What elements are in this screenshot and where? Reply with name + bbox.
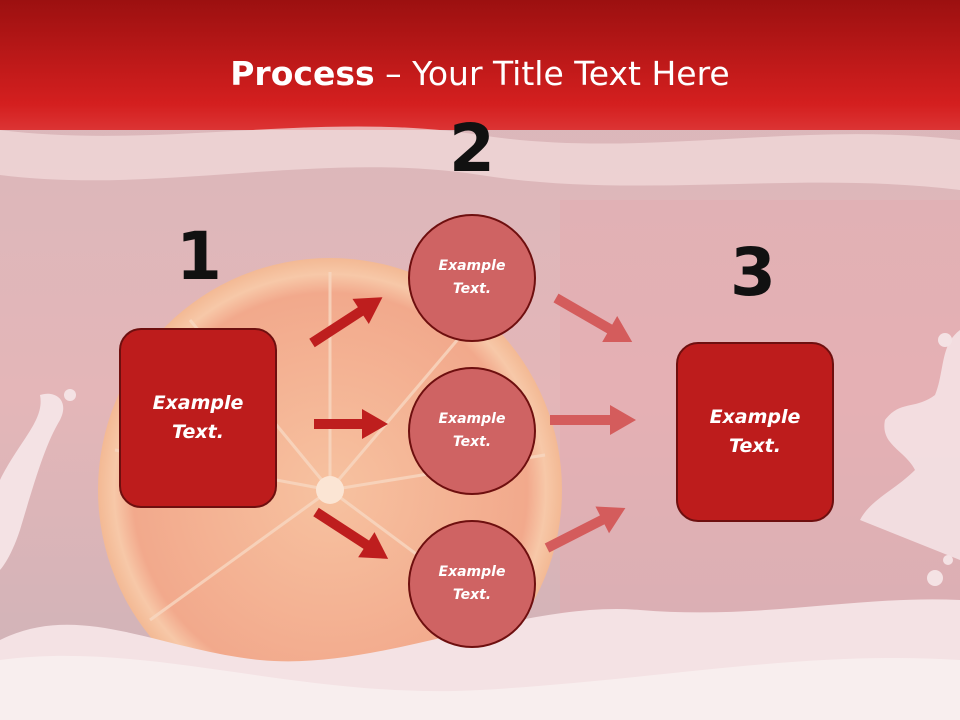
arrow-1-to-2-top xyxy=(309,297,383,348)
arrow-2-to-3-bottom xyxy=(544,506,626,553)
step-1-box: Example Text. xyxy=(119,328,277,508)
step-2-node-2-label: Example Text. xyxy=(438,411,506,450)
step-2-node-1-label: Example Text. xyxy=(438,258,506,297)
arrow-2-to-3-middle xyxy=(550,405,636,435)
arrow-2-to-3-top xyxy=(553,293,633,342)
slide-title-bold: Process xyxy=(230,54,375,93)
slide-title: Process – Your Title Text Here xyxy=(0,52,960,96)
step-2-node-2: Example Text. xyxy=(408,367,536,495)
step-3-box: Example Text. xyxy=(676,342,834,522)
arrow-1-to-2-middle xyxy=(314,409,388,439)
step-2-node-1: Example Text. xyxy=(408,214,536,342)
step-3-label: Example Text. xyxy=(709,406,801,457)
slide-title-rest: – Your Title Text Here xyxy=(374,54,730,93)
arrow-1-to-2-bottom xyxy=(313,507,389,559)
step-1-number: 1 xyxy=(176,218,222,295)
step-3-number: 3 xyxy=(730,234,776,311)
step-2-node-3: Example Text. xyxy=(408,520,536,648)
step-2-node-3-label: Example Text. xyxy=(438,564,506,603)
step-1-label: Example Text. xyxy=(152,392,244,443)
step-2-number: 2 xyxy=(449,110,495,187)
